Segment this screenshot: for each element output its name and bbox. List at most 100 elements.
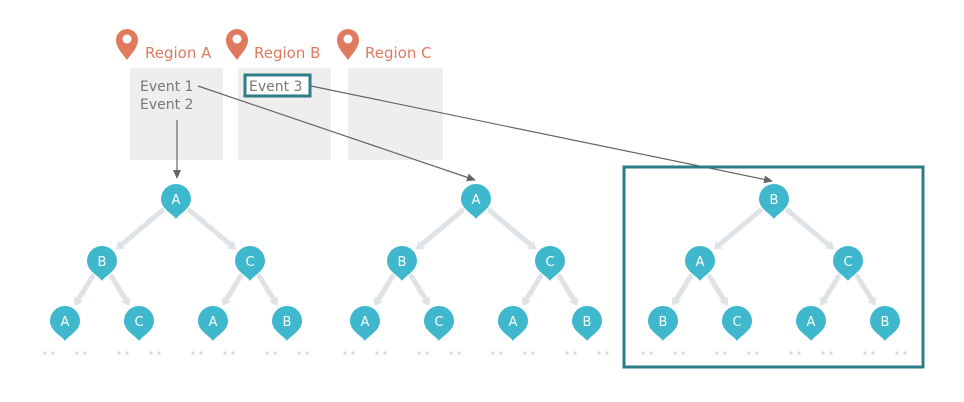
tree-1-leaf-1-continuation-dot <box>83 351 87 355</box>
node-pin-icon <box>572 306 602 341</box>
tree-2-edge-l1-4 <box>556 273 578 305</box>
tree-3-leaf-2-continuation-dot <box>715 351 719 355</box>
tree-2-leaf-1-continuation-dot <box>351 351 355 355</box>
region-b-label: Region B <box>254 44 320 62</box>
tree-2-leaf-2-continuation-dot <box>417 351 421 355</box>
tree-1-edge-l1-1-head <box>74 296 83 306</box>
tree-1-level1-node-1: B <box>87 246 117 281</box>
tree-3-leaf-2-continuation-dot <box>755 351 759 355</box>
region-c-label: Region C <box>365 44 432 62</box>
tree-2-leaf-1-continuation-dot <box>375 351 379 355</box>
tree-3-level2-node-1: B <box>648 306 678 341</box>
tree-2-level2-node-3: A <box>498 306 528 341</box>
tree-1-leaf-1-continuation-dot <box>51 351 55 355</box>
tree-1-level2-node-2: C <box>124 306 154 341</box>
tree-3-leaf-2-continuation-dot <box>723 351 727 355</box>
tree-1-root-node: A <box>161 184 191 219</box>
tree-3-edge-root-1-head <box>713 240 723 250</box>
tree-1-level1-node-2: C <box>235 246 265 281</box>
tree-2-leaf-4-continuation-dot <box>573 351 577 355</box>
tree-1-leaf-4-continuation-dot <box>265 351 269 355</box>
tree-1-edge-root-1 <box>116 208 165 250</box>
tree-3-leaf-3-continuation-dot <box>797 351 801 355</box>
tree-2-edge-root-1-head <box>415 240 425 250</box>
tree-2-root-node-label: A <box>472 193 481 208</box>
map-pin-icon <box>337 29 359 60</box>
tree-3-root-node-label: B <box>770 193 779 208</box>
tree-3-level1-node-1-label: A <box>696 255 705 270</box>
region-a-label: Region A <box>145 44 212 62</box>
node-pin-icon <box>198 306 228 341</box>
tree-3-edge-l1-4-head <box>867 296 876 306</box>
tree-3-leaf-4-continuation-dot <box>903 351 907 355</box>
tree-2-leaf-2-continuation-dot <box>425 351 429 355</box>
event-1-label: Event 1 <box>140 79 193 95</box>
map-pin-icon <box>226 29 248 60</box>
tree-3-leaf-1-continuation-dot <box>673 351 677 355</box>
tree-1-edge-l1-2-head <box>121 296 130 306</box>
tree-3-leaf-4-continuation-dot <box>863 351 867 355</box>
tree-2-root-node: A <box>461 184 491 219</box>
node-pin-icon <box>350 306 380 341</box>
tree-1-level2-node-2-label: C <box>134 315 143 330</box>
tree-3-level2-node-2: C <box>722 306 752 341</box>
node-pin-icon <box>685 246 715 281</box>
arrow-event-1-to-tree-2 <box>197 85 476 182</box>
tree-2-level2-node-4: B <box>572 306 602 341</box>
tree-2-level2-node-4-label: B <box>583 315 592 330</box>
tree-1-edge-l1-3-head <box>222 296 231 306</box>
tree-2-edge-l1-4-head <box>569 296 578 306</box>
tree-3-edge-root-2-head <box>825 240 835 250</box>
node-pin-icon <box>796 306 826 341</box>
tree-3-level2-node-4: B <box>870 306 900 341</box>
tree-2-leaf-1-continuation-dot <box>383 351 387 355</box>
node-pin-icon <box>50 306 80 341</box>
node-pin-icon <box>870 306 900 341</box>
tree-2-level2-node-2: C <box>424 306 454 341</box>
tree-2-leaf-3-continuation-dot <box>523 351 527 355</box>
tree-2-level1-node-2-label: C <box>545 255 554 270</box>
tree-3-leaf-3-continuation-dot <box>789 351 793 355</box>
tree-3-edge-l1-2 <box>706 273 728 305</box>
arrow-event-3-to-tree-3 <box>310 85 773 184</box>
tree-1-edge-root-2-head <box>227 240 237 250</box>
node-pin-icon <box>272 306 302 341</box>
tree-1-leaf-3-continuation-dot <box>223 351 227 355</box>
tree-1-edge-l1-3 <box>222 273 244 305</box>
tree-1-leaf-3-continuation-dot <box>231 351 235 355</box>
tree-1-leaf-2-continuation-dot <box>157 351 161 355</box>
tree-3-leaf-3-continuation-dot <box>829 351 833 355</box>
tree-1-level2-node-1: A <box>50 306 80 341</box>
tree-3-edge-l1-4 <box>854 273 876 305</box>
tree-2-edge-l1-1-head <box>374 296 383 306</box>
tree-1-leaf-4-continuation-dot <box>273 351 277 355</box>
tree-1-edge-root-1-head <box>115 240 125 250</box>
region-a-header: Region A <box>116 29 212 62</box>
highlighted-tree-frame <box>622 165 925 369</box>
tree-3-level1-node-1: A <box>685 246 715 281</box>
tree-3-edge-l1-3 <box>820 273 842 305</box>
tree-2-level1-node-1: B <box>387 246 417 281</box>
tree-1-level1-node-2-label: C <box>245 255 254 270</box>
tree-1-leaf-2-continuation-dot <box>117 351 121 355</box>
tree-3-edge-root-2 <box>785 208 834 250</box>
tree-1-edge-l1-4 <box>256 273 278 305</box>
tree-3-level2-node-2-label: C <box>732 315 741 330</box>
tree-3-edge-l1-1-head <box>672 296 681 306</box>
tree-2-leaf-2-continuation-dot <box>449 351 453 355</box>
node-pin-icon <box>648 306 678 341</box>
tree-1-level2-node-4: B <box>272 306 302 341</box>
node-pin-icon <box>161 184 191 219</box>
tree-2-leaf-4-continuation-dot <box>565 351 569 355</box>
node-pin-icon <box>535 246 565 281</box>
tree-2-level2-node-1: A <box>350 306 380 341</box>
tree-3-level2-node-1-label: B <box>659 315 668 330</box>
tree-1-edge-l1-1 <box>74 273 96 305</box>
tree-1-leaf-3-continuation-dot <box>191 351 195 355</box>
region-c-header: Region C <box>337 29 432 62</box>
node-pin-icon <box>833 246 863 281</box>
tree-3-level2-node-3-label: A <box>807 315 816 330</box>
tree-3-level2-node-4-label: B <box>881 315 890 330</box>
tree-1-level2-node-4-label: B <box>283 315 292 330</box>
tree-2-edge-l1-3-head <box>522 296 531 306</box>
